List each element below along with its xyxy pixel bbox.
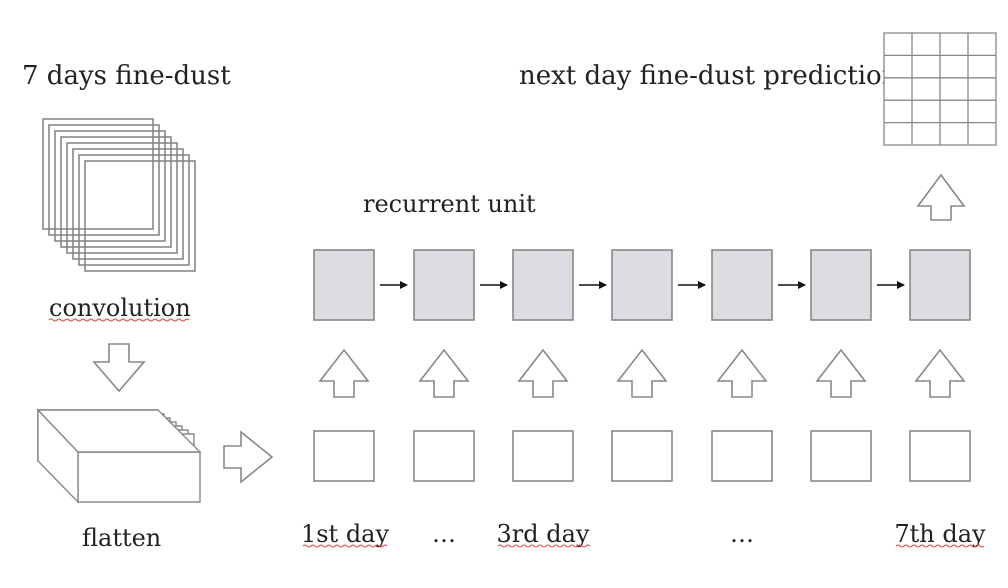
up-arrow-icon [517, 348, 569, 398]
flatten-stack [36, 408, 202, 504]
convolution-label: convolution [49, 294, 191, 322]
input-box [810, 430, 872, 482]
input-label: 7 days fine-dust [22, 61, 231, 91]
recurrent-cell [810, 249, 872, 321]
input-boxes [313, 430, 971, 482]
up-arrow-icon [418, 348, 470, 398]
day-label: 3rd day [497, 520, 590, 548]
recurrent-cell [711, 249, 773, 321]
recurrent-unit-label: recurrent unit [363, 190, 536, 218]
recurrent-cell [611, 249, 673, 321]
output-grid [883, 32, 997, 146]
recurrent-cell [413, 249, 475, 321]
input-box [611, 430, 673, 482]
up-arrow-icon [318, 348, 370, 398]
up-arrow-icon [616, 348, 668, 398]
spell-underline [302, 544, 388, 548]
up-arrow-icon [716, 348, 768, 398]
spell-underline [895, 544, 985, 548]
output-label: next day fine-dust prediction [519, 61, 899, 91]
convolution-stack [42, 118, 196, 272]
input-box [313, 430, 375, 482]
recurrent-cells [313, 249, 971, 321]
flatten-label: flatten [82, 524, 161, 552]
up-arrow-icon [916, 173, 966, 221]
input-up-arrows [318, 348, 966, 398]
input-box [512, 430, 574, 482]
right-arrow-icon [223, 430, 274, 484]
input-box [909, 430, 971, 482]
up-arrow-icon [815, 348, 867, 398]
day-label: 7th day [894, 520, 986, 548]
input-box [413, 430, 475, 482]
recurrent-cell [512, 249, 574, 321]
spell-underline [48, 318, 190, 322]
day-label: 1st day [301, 520, 390, 548]
input-box [711, 430, 773, 482]
day-label: … [730, 520, 754, 548]
spell-underline [497, 544, 591, 548]
day-label: … [432, 520, 456, 548]
recurrent-cell [313, 249, 375, 321]
up-arrow-icon [914, 348, 966, 398]
recurrent-cell [909, 249, 971, 321]
down-arrow-icon [92, 343, 146, 393]
